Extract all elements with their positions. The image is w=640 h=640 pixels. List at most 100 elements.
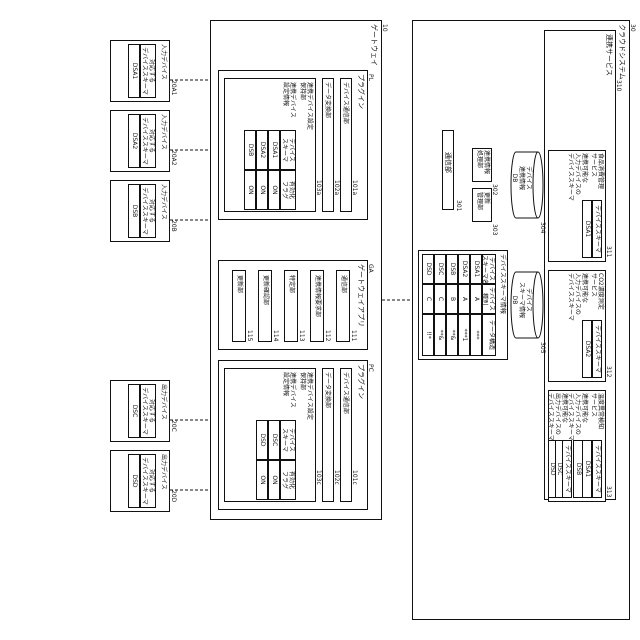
schema-table-header: デバイス 種別 — [482, 284, 496, 314]
plugin-title: プラグイン — [357, 74, 365, 109]
services-title: 連携サービス — [605, 34, 613, 76]
schema-table-cell: **& — [434, 314, 446, 356]
plugin-conv-label: データ変換部 — [324, 372, 331, 408]
plugin-hold-label: 連携デバイス設定 保持部 — [299, 372, 313, 420]
gateway-app-item-ref: 113 — [298, 330, 305, 341]
plugin-table-header: デバイス スキーマ — [280, 130, 296, 170]
service-schema-header: デバイススキーマ — [592, 440, 602, 498]
schema-table-cell: ***1 — [458, 314, 470, 356]
device-db-label: デバイス 連携情報 DB — [511, 166, 532, 190]
service-caption: 連携可能な 入力デバイスの デバイススキーマ — [567, 393, 588, 441]
service-caption: 連携可能な 入力デバイスの デバイススキーマ — [567, 273, 588, 321]
schema-table-title: デバイススキーマ情報 — [499, 254, 506, 314]
plugin-hold-label: 連携デバイス設定 保持部 — [299, 82, 313, 130]
gateway-app-item-label: 更新確認部 — [262, 275, 269, 305]
schema-table-cell: DSD — [422, 254, 434, 284]
device-title: 出力デバイス — [160, 384, 167, 420]
plugin-table-cell: DSB — [244, 130, 256, 170]
plugin-table-cell: ON — [244, 170, 256, 210]
device-ref: 20A2 — [170, 150, 177, 166]
plugin-table-title: 連携デバイス 設定情報 — [282, 372, 296, 408]
schema-table-cell: DSB — [446, 254, 458, 284]
update-ref: 303 — [491, 224, 498, 235]
device-db-ref: 304 — [539, 222, 546, 233]
plugin-hold-ref: 103a — [315, 180, 322, 195]
service-schema-cell: DSB — [573, 440, 583, 498]
plugin-ref: PC — [367, 364, 374, 372]
schema-table-cell: C — [422, 284, 434, 314]
schema-table-cell: C — [434, 284, 446, 314]
plugin-table-title: 連携デバイス 設定情報 — [282, 82, 296, 118]
device-title: 出力デバイス — [160, 454, 167, 490]
service-name: 温度異常検知 サービス — [590, 393, 604, 429]
plugin-comm-label: デバイス通信部 — [342, 372, 349, 414]
service-ref: 313 — [605, 486, 612, 497]
gateway-app-ref: GA — [367, 264, 374, 273]
plugin-table-cell: DSD — [256, 420, 268, 460]
service-schema-header-output: デバイススキーマ — [562, 440, 572, 498]
gateway-app-item-ref: 112 — [324, 330, 331, 341]
gateway-app-item-ref: 115 — [246, 330, 253, 341]
service-schema-cell: DSA1 — [582, 200, 592, 258]
plugin-comm-ref: 101c — [351, 470, 358, 485]
relay-ref: 302 — [491, 184, 498, 195]
cloud-comm-label: 通信部 — [444, 152, 452, 173]
schema-table-cell: DSA1 — [470, 254, 482, 284]
device-title: 入力デバイス — [160, 184, 167, 220]
plugin-table-cell: ON — [256, 170, 268, 210]
device-schema-header: 対応する デバイススキーマ — [140, 44, 156, 98]
device-ref: 20C — [170, 420, 177, 432]
gateway-app-title: ゲートウェイアプリ — [357, 264, 365, 327]
schema-table-cell: **& — [446, 314, 458, 356]
service-schema-cell-output: DSC — [555, 440, 563, 498]
device-schema-header: 対応する デバイススキーマ — [140, 454, 156, 508]
plugin-comm-ref: 101a — [351, 180, 358, 195]
service-schema-header: デバイススキーマ — [592, 200, 602, 258]
plugin-table-cell: DSA1 — [268, 130, 280, 170]
schema-table-cell: A — [470, 284, 482, 314]
device-schema-value: DSA1 — [128, 44, 140, 98]
plugin-hold-ref: 103c — [315, 470, 322, 485]
gateway-app-item-label: 連携情報要求部 — [314, 275, 321, 317]
plugin-conv-label: データ変換部 — [324, 82, 331, 118]
schema-table-cell: *** — [470, 314, 482, 356]
gateway-ref: 10 — [381, 24, 388, 32]
schema-table-header: デバイス スキーマ名 — [482, 254, 496, 284]
relay-label: 連携情報 処理部 — [476, 150, 490, 174]
device-title: 入力デバイス — [160, 114, 167, 150]
plugin-table-cell: DSA2 — [256, 130, 268, 170]
device-schema-value: DSC — [128, 384, 140, 438]
plugin-table-cell: ON — [268, 170, 280, 210]
service-caption: 連携可能な 入力デバイスの デバイススキーマ — [567, 153, 588, 201]
service-schema-header: デバイススキーマ — [592, 320, 602, 378]
gateway-app-item-label: 通信部 — [340, 275, 347, 293]
schema-table-cell: B — [446, 284, 458, 314]
gateway-title: ゲートウェイ — [370, 24, 378, 66]
device-schema-value: DSB — [128, 184, 140, 238]
service-schema-cell-output: DSD — [548, 440, 556, 498]
schema-db-label: デバイス スキーマ情報 DB — [511, 282, 532, 318]
gateway-app-item-label: 特定部 — [288, 275, 295, 293]
service-ref: 312 — [605, 366, 612, 377]
schema-table-header: データ構造 — [482, 314, 496, 356]
schema-table-cell: !!* — [422, 314, 434, 356]
service-ref: 311 — [605, 246, 612, 257]
service-schema-cell: DSA1 — [582, 440, 592, 498]
device-schema-header: 対応する デバイススキーマ — [140, 114, 156, 168]
service-name: CO2濃度測定 サービス — [590, 273, 604, 310]
plugin-title: プラグイン — [357, 364, 365, 399]
schema-table-cell: DSA2 — [458, 254, 470, 284]
plugin-conv-ref: 102a — [333, 180, 340, 195]
gateway-app-item-label: 更新部 — [236, 275, 243, 293]
plugin-table-header: 有効化 フラグ — [280, 460, 296, 500]
service-name: 食品消費管理 サービス — [590, 153, 604, 189]
device-schema-value: DSA2 — [128, 114, 140, 168]
device-ref: 20A1 — [170, 80, 177, 96]
plugin-table-cell: ON — [256, 460, 268, 500]
cloud-title: クラウドシステム — [618, 24, 626, 80]
service-schema-cell: DSA2 — [582, 320, 592, 378]
plugin-table-header: デバイス スキーマ — [280, 420, 296, 460]
schema-table-cell: A — [458, 284, 470, 314]
schema-db-ref: 305 — [539, 342, 546, 353]
